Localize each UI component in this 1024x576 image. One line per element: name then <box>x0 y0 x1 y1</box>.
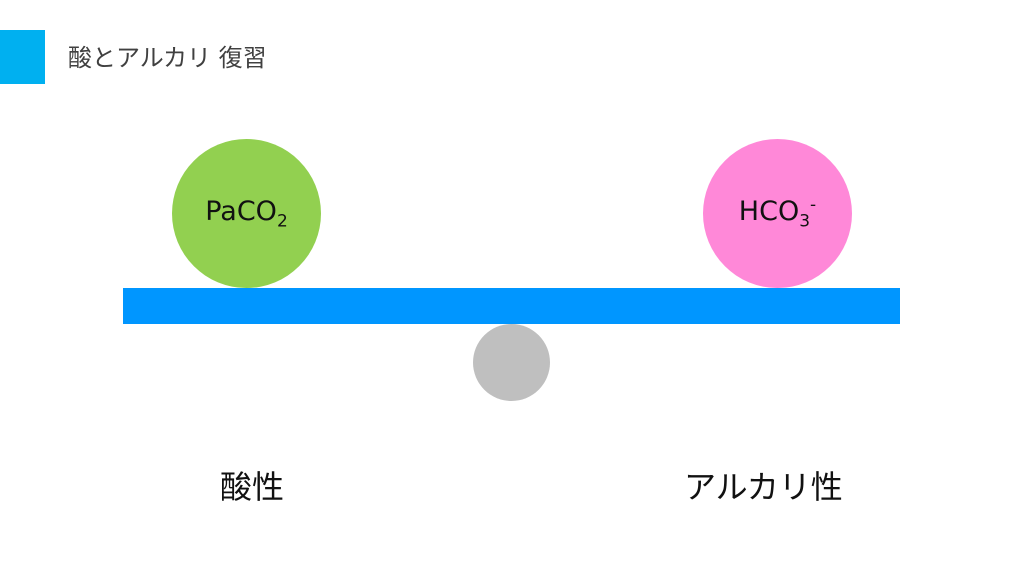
slide-title: 酸とアルカリ 復習 <box>68 44 267 72</box>
hco3-sub: 3 <box>799 211 811 232</box>
paco2-label: PaCO2 <box>205 196 288 231</box>
hco3-base: HCO <box>738 196 800 228</box>
balance-beam <box>123 288 900 324</box>
paco2-base: PaCO <box>205 195 277 227</box>
hco3-sup: - <box>810 195 817 216</box>
title-accent-bar <box>0 30 45 84</box>
alkaline-label: アルカリ性 <box>684 468 843 506</box>
paco2-ball: PaCO2 <box>172 139 321 288</box>
acidic-label: 酸性 <box>220 468 285 506</box>
balance-pivot <box>473 324 550 401</box>
paco2-sub: 2 <box>276 211 288 232</box>
hco3-ball: HCO3- <box>703 139 852 288</box>
hco3-label: HCO3- <box>739 195 816 231</box>
